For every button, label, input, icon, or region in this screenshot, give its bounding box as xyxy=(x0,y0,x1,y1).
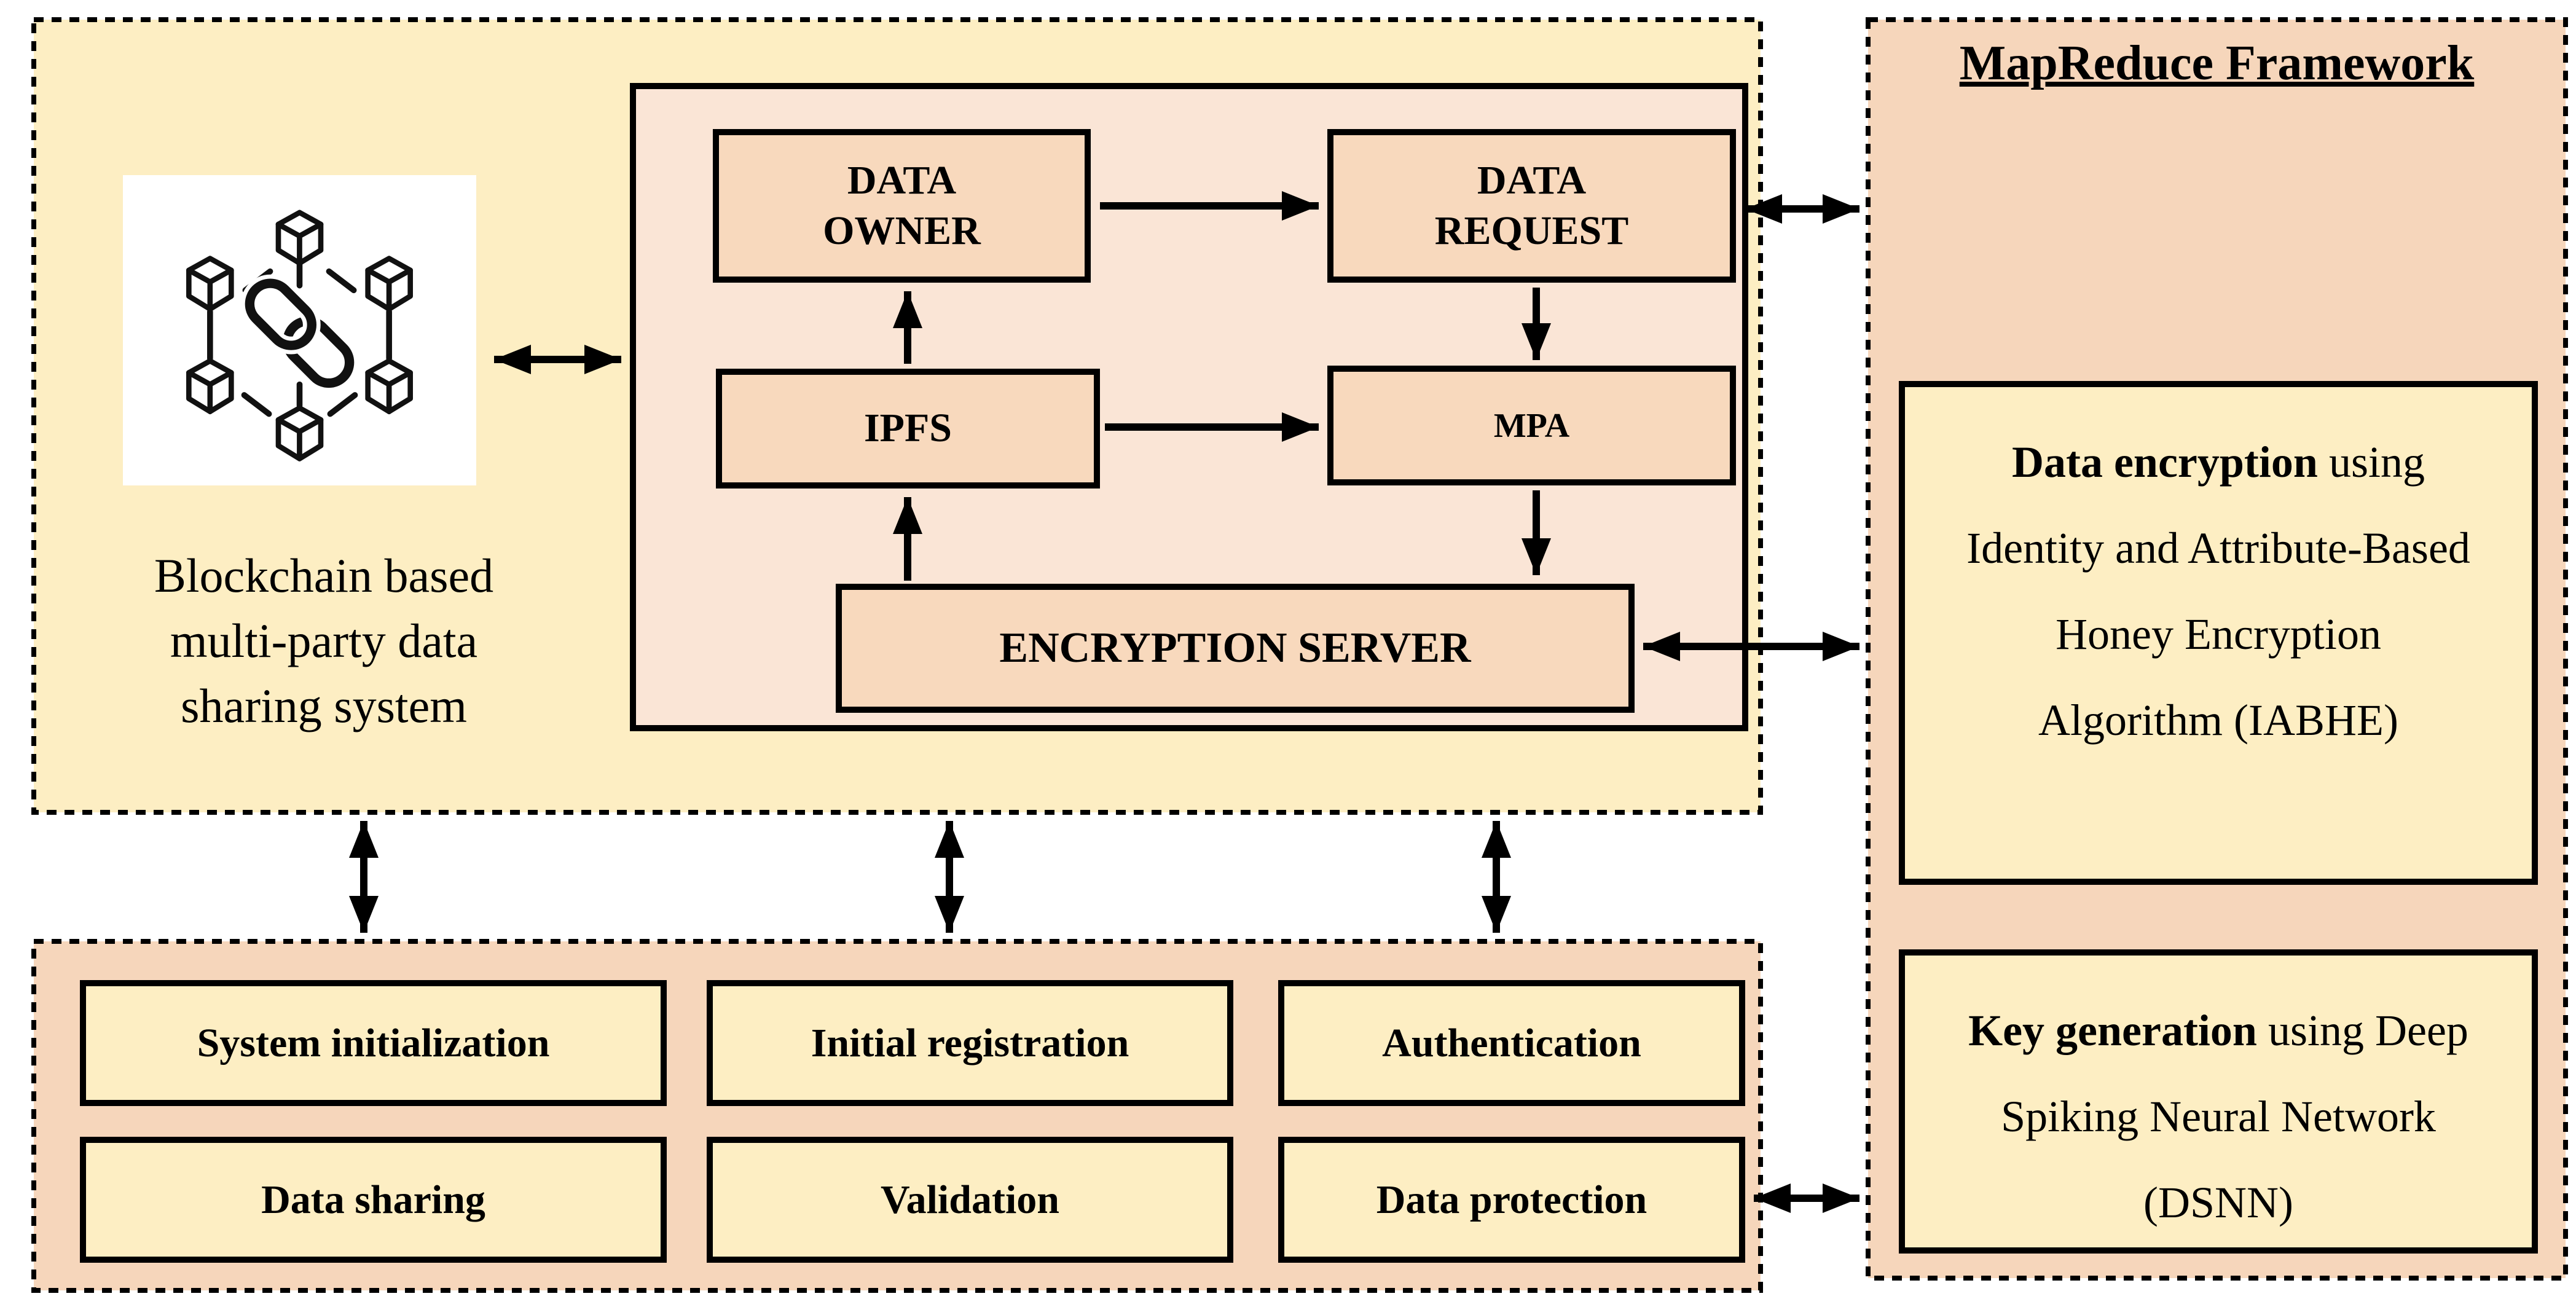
key-generation-line3: (DSNN) xyxy=(2143,1178,2293,1227)
key-generation-rest: using Deep xyxy=(2256,1006,2468,1055)
initial-registration-box: Initial registration xyxy=(707,980,1233,1106)
data-encryption-line3: Honey Encryption xyxy=(2056,610,2381,659)
blockchain-icon xyxy=(123,175,476,485)
data-encryption-rest: using xyxy=(2317,438,2425,487)
mpa-box: MPA xyxy=(1327,366,1736,485)
validation-box: Validation xyxy=(707,1137,1233,1263)
data-encryption-line1: Data encryption using xyxy=(1905,419,2532,505)
data-request-box: DATA REQUEST xyxy=(1327,129,1736,283)
data-encryption-box: Data encryption using Identity and Attri… xyxy=(1899,381,2538,885)
authentication-box: Authentication xyxy=(1278,980,1745,1106)
data-encryption-line4: Algorithm (IABHE) xyxy=(2038,696,2398,745)
key-generation-line1: Key generation using Deep xyxy=(1905,987,2532,1073)
system-initialization-box: System initialization xyxy=(80,980,667,1106)
data-sharing-box: Data sharing xyxy=(80,1137,667,1263)
data-encryption-bold: Data encryption xyxy=(2012,438,2318,487)
encryption-server-box: ENCRYPTION SERVER xyxy=(836,584,1635,713)
blockchain-icon-drawing xyxy=(123,175,476,485)
key-generation-bold: Key generation xyxy=(1968,1006,2257,1055)
data-protection-box: Data protection xyxy=(1278,1137,1745,1263)
data-owner-box: DATA OWNER xyxy=(713,129,1091,283)
ipfs-box: IPFS xyxy=(716,369,1100,489)
data-encryption-line2: Identity and Attribute-Based xyxy=(1966,524,2470,573)
key-generation-box: Key generation using Deep Spiking Neural… xyxy=(1899,949,2538,1254)
blockchain-caption: Blockchain based multi-party data sharin… xyxy=(154,549,494,732)
key-generation-line2: Spiking Neural Network xyxy=(2001,1092,2436,1141)
mapreduce-title: MapReduce Framework xyxy=(1959,36,2475,90)
